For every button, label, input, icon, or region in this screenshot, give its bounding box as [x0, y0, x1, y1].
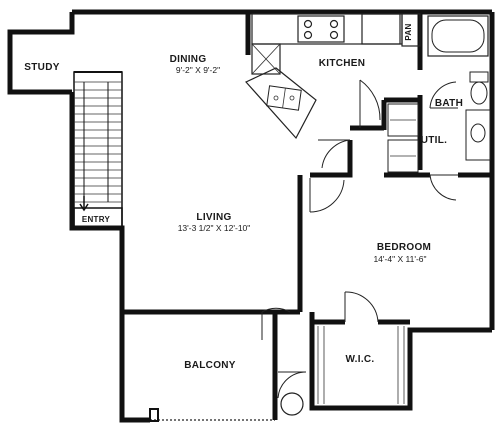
dryer-icon: [387, 139, 419, 173]
toilet-icon: [469, 71, 489, 83]
living-dimensions: 13'-3 1/2" X 12'-10": [178, 223, 251, 233]
door-swing-icon: [318, 139, 351, 169]
dining-dimensions: 9'-2" X 9'-2": [176, 65, 220, 75]
util-label: UTIL.: [421, 135, 448, 146]
bedroom-label: BEDROOM: [377, 242, 431, 253]
staircase: [73, 71, 123, 229]
water-heater-icon: [280, 392, 304, 416]
pantry: [401, 13, 421, 47]
door-swing-icon: [309, 178, 345, 213]
arrow-down-icon: [79, 196, 89, 212]
washer-dryer: [387, 103, 419, 173]
door-swing-icon: [429, 81, 458, 109]
wic-label: W.I.C.: [345, 354, 374, 365]
kitchen-label: KITCHEN: [319, 58, 366, 69]
vanity: [465, 109, 491, 161]
door-swing-icon: [359, 79, 381, 128]
interior-walls: [245, 12, 492, 325]
door-swing-icon: [344, 291, 379, 323]
washer-icon: [387, 103, 419, 137]
basin-icon: [470, 123, 486, 143]
bedroom-dimensions: 14'-4" X 11'-6": [373, 254, 426, 264]
wic-shelving: [317, 326, 405, 404]
door-swing-icon: [429, 174, 458, 201]
kitchen-fixtures: [245, 13, 421, 140]
doors: [261, 79, 458, 416]
dining-label: DINING: [170, 54, 207, 65]
entry-label: ENTRY: [82, 215, 111, 224]
pantry-label: PAN: [404, 23, 413, 40]
stove-icon: [297, 15, 345, 43]
living-label: LIVING: [196, 212, 231, 223]
door-swing-icon: [277, 371, 307, 399]
bath-label: BATH: [435, 98, 463, 109]
fridge-icon: [361, 13, 401, 45]
bathtub-icon: [427, 15, 489, 57]
door-swing-icon: [261, 307, 291, 340]
study-label: STUDY: [24, 62, 59, 73]
balcony-label: BALCONY: [184, 360, 236, 371]
bath-fixtures: [427, 15, 491, 161]
balcony-post-icon: [149, 408, 159, 422]
